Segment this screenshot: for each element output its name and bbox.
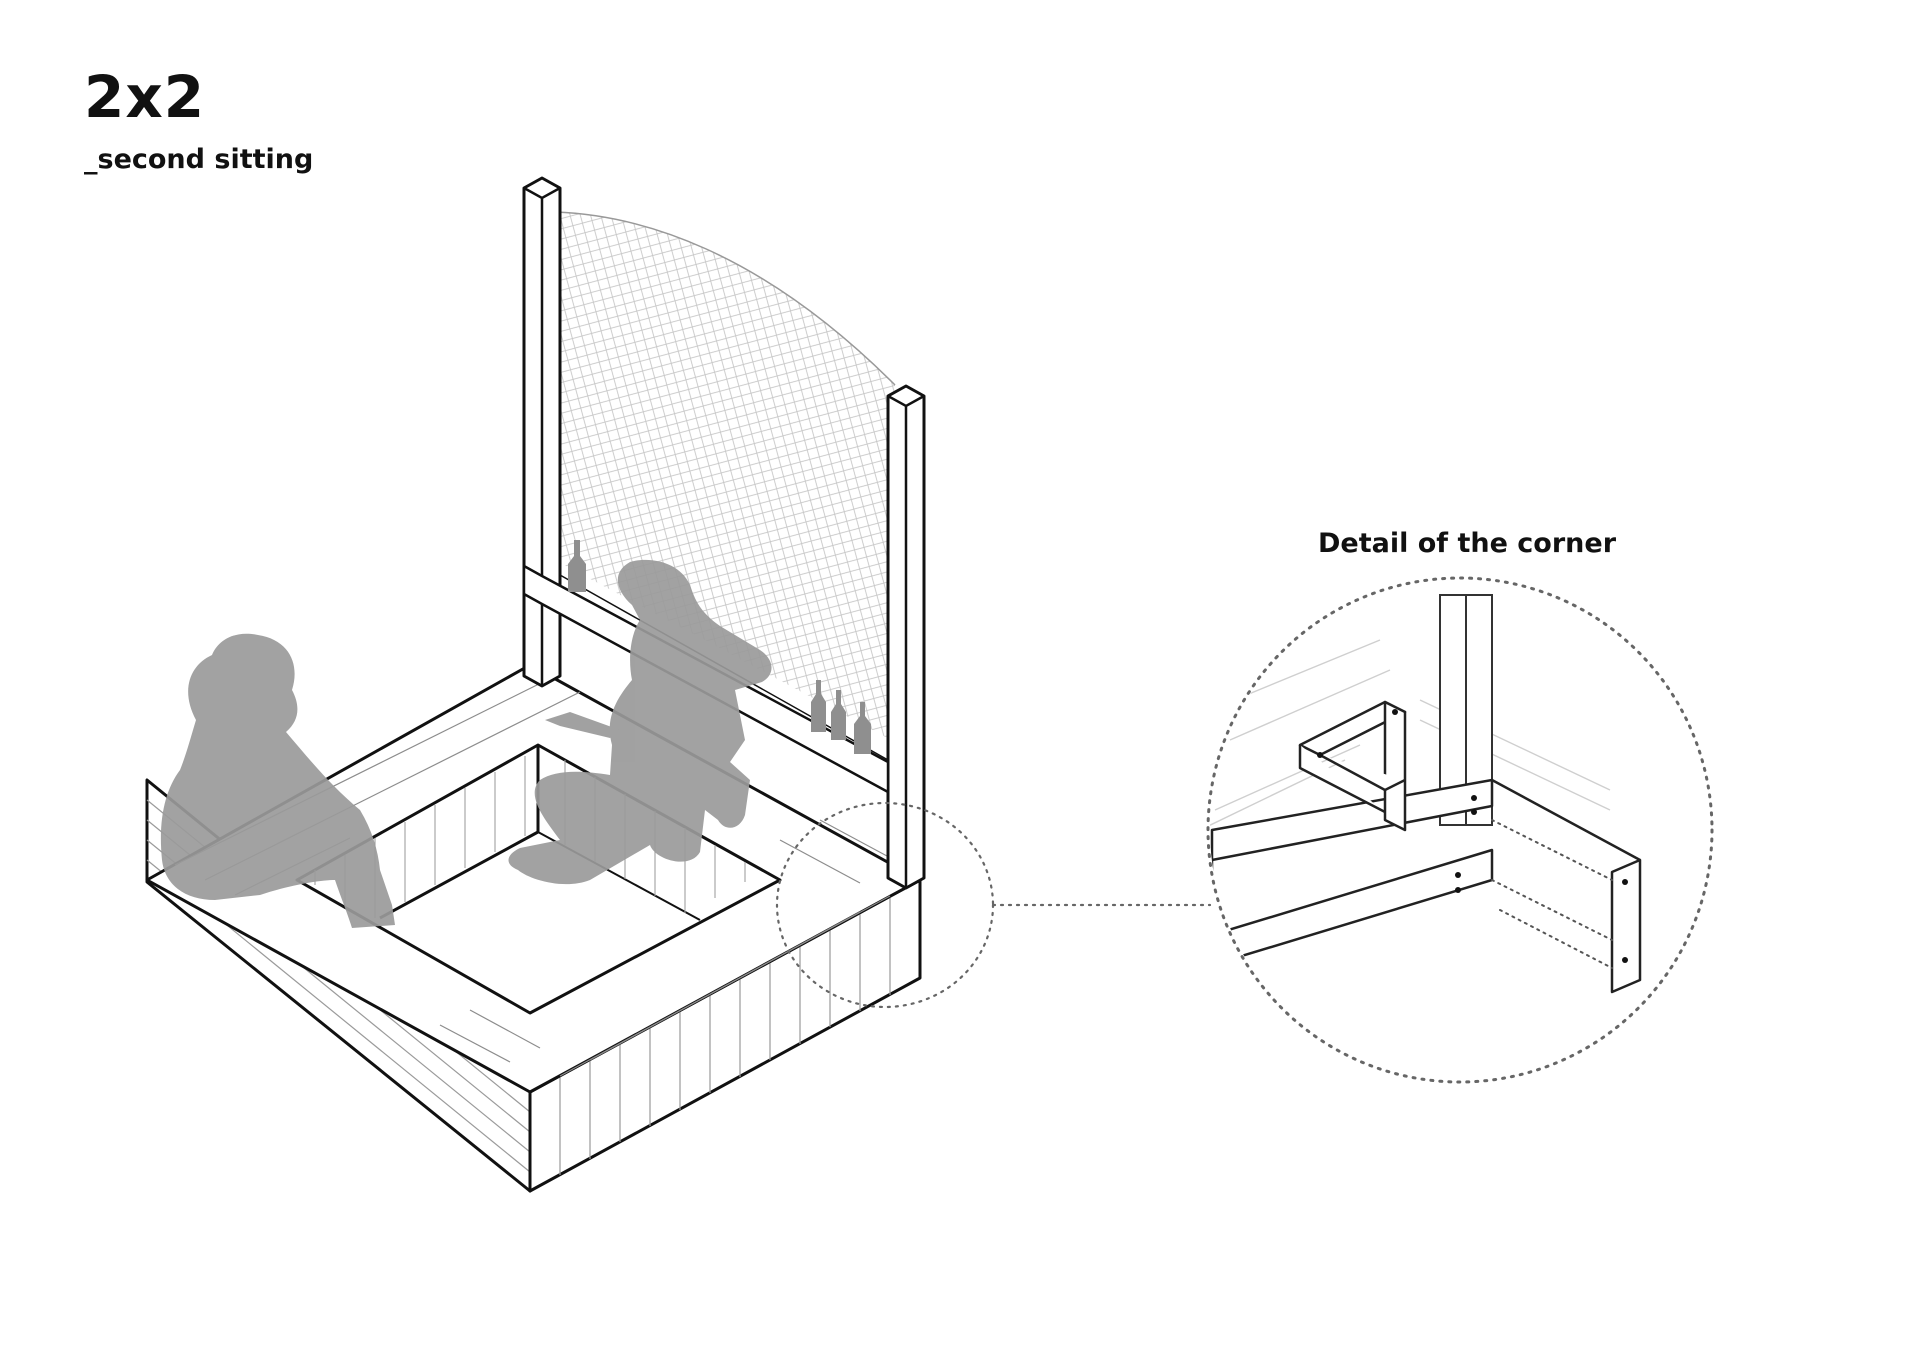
person-sitting-silhouette [160, 633, 395, 928]
post-back-right [886, 384, 926, 890]
detail-title: Detail of the corner [1318, 528, 1617, 559]
guitar-player-silhouette [508, 559, 772, 885]
diagram-subtitle: _second sitting [84, 144, 314, 175]
detail-circle [1206, 576, 1714, 1084]
bottles [568, 540, 871, 754]
post-back-left [522, 176, 562, 688]
diagram-title: 2x2 [84, 63, 206, 131]
box-front-face [528, 878, 922, 1193]
